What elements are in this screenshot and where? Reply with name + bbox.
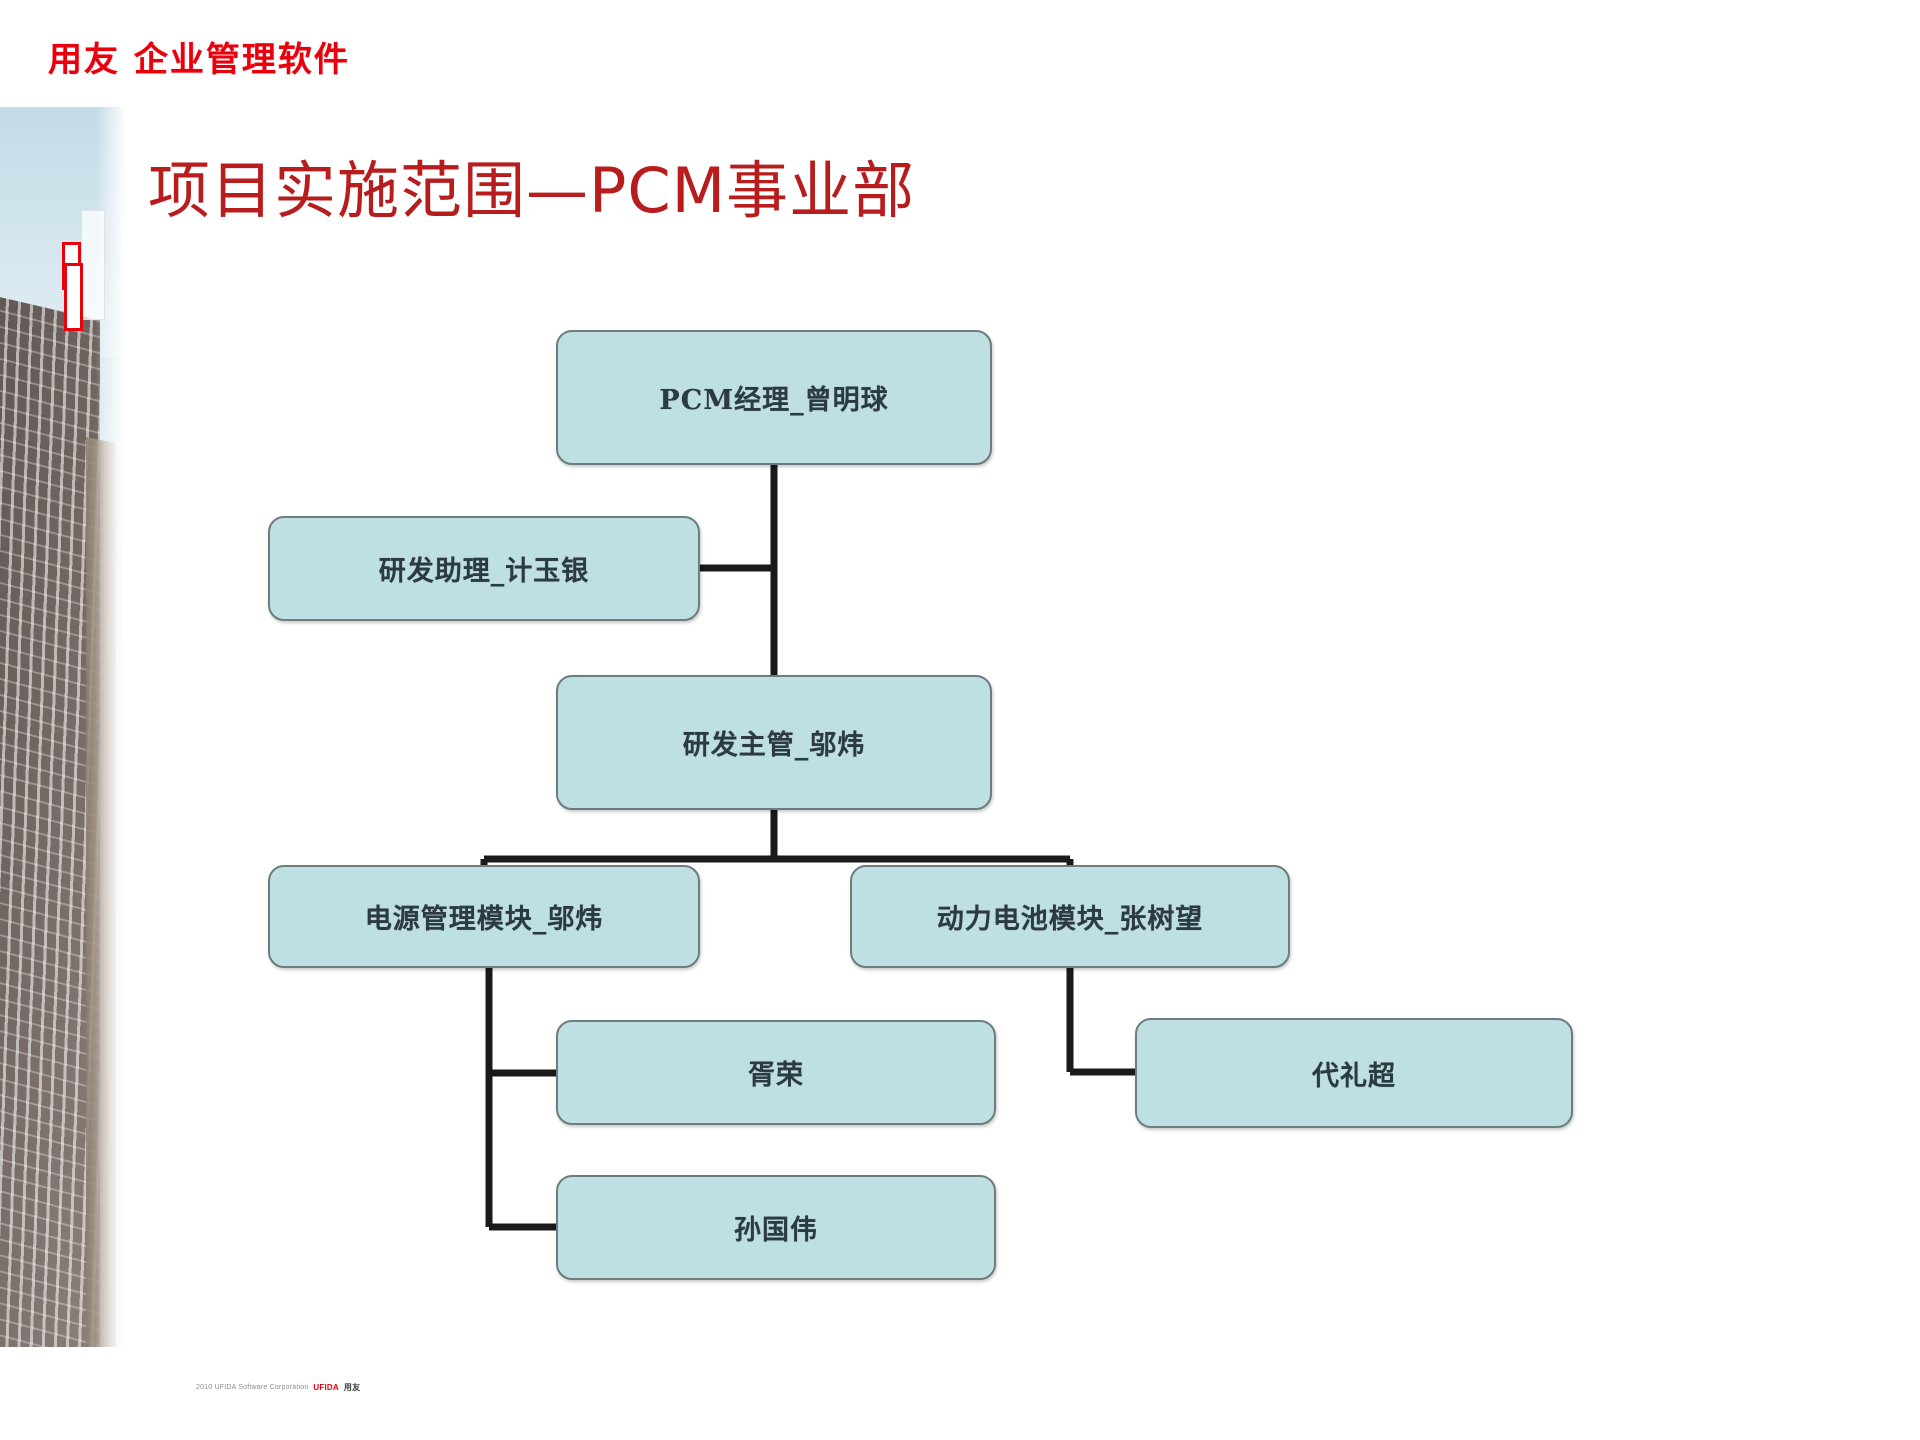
org-node-label: 动力电池模块_张树望 [936, 904, 1204, 935]
footer-copyright: 2010 UFIDA Software Corporation [196, 1384, 309, 1391]
org-node-rd-lead[interactable]: 研发主管_邬炜 [556, 675, 992, 810]
org-node-xurong[interactable]: 胥荣 [556, 1020, 996, 1125]
org-node-battery-module[interactable]: 动力电池模块_张树望 [850, 865, 1290, 968]
brand-logo: 用友 企业管理软件 [48, 40, 350, 80]
org-node-label: 研发助理_计玉银 [378, 556, 590, 587]
org-node-label: 胥荣 [748, 1060, 804, 1091]
footer: 2010 UFIDA Software Corporation UFIDA 用友 [196, 1382, 360, 1393]
org-node-manager[interactable]: PCM经理_曾明球 [556, 330, 992, 465]
org-node-label: PCM经理_曾明球 [659, 385, 889, 416]
org-node-assistant[interactable]: 研发助理_计玉银 [268, 516, 700, 621]
accent-rect-red-lower [64, 263, 83, 331]
org-node-label: 代礼超 [1312, 1060, 1396, 1092]
footer-mark-cn: 用友 [343, 1383, 361, 1392]
org-node-label: 电源管理模块_邬炜 [364, 904, 604, 935]
org-node-label: 研发主管_邬炜 [682, 730, 866, 761]
org-node-label: 孙国伟 [734, 1215, 818, 1246]
footer-mark: UFIDA [313, 1383, 339, 1392]
org-node-power-module[interactable]: 电源管理模块_邬炜 [268, 865, 700, 968]
page-title: 项目实施范围—PCM事业部 [148, 154, 916, 227]
org-node-dailichao[interactable]: 代礼超 [1135, 1018, 1573, 1128]
org-node-sunguowei[interactable]: 孙国伟 [556, 1175, 996, 1280]
